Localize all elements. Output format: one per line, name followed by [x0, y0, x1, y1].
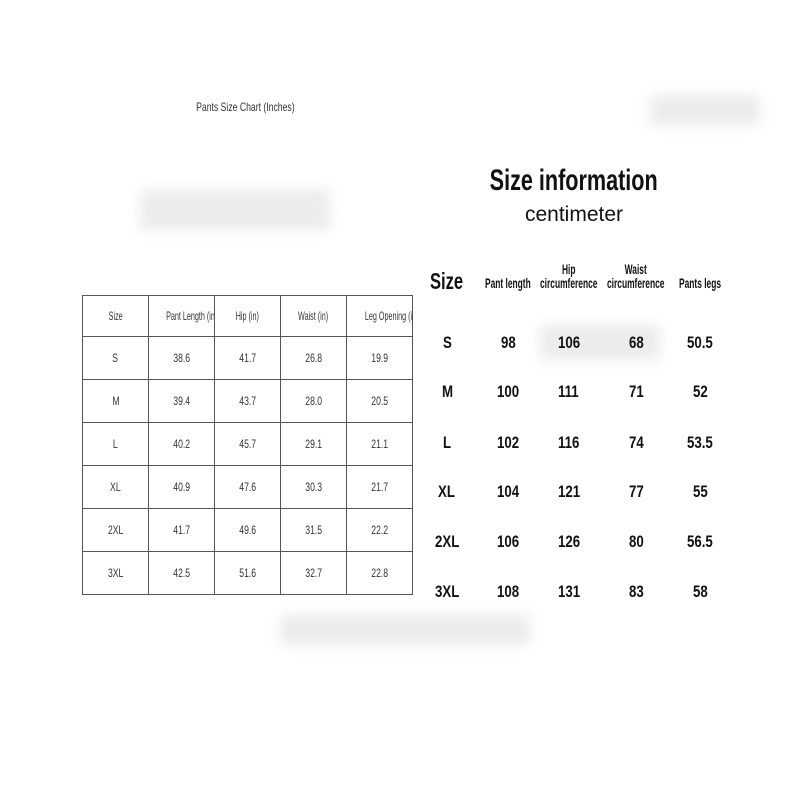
table-cell: 40.9	[148, 465, 215, 509]
table-cell: XL	[82, 465, 149, 509]
header-cell: Size	[82, 295, 149, 337]
table-cell: 47.6	[214, 465, 281, 509]
cm-table-cell: 102	[497, 433, 520, 452]
table-cell: 21.7	[346, 465, 413, 509]
table-cell: 42.5	[148, 551, 215, 595]
table-cell: 28.0	[280, 379, 347, 423]
table-cell: 39.4	[148, 379, 215, 423]
table-cell: 22.2	[346, 508, 413, 552]
cm-table-cell: 52	[692, 382, 708, 401]
header-cell: Waist (in)	[280, 295, 347, 337]
cm-table-cell: 111	[558, 382, 580, 401]
table-cell: L	[82, 422, 149, 466]
cm-table-cell: L	[443, 433, 452, 452]
cm-table-cell: 116	[558, 433, 580, 452]
cm-table-cell: 74	[628, 433, 644, 452]
table-cell: 3XL	[82, 551, 149, 595]
table-cell: S	[82, 336, 149, 380]
cm-table-cell: 83	[628, 582, 644, 601]
cm-table-cell: 77	[628, 482, 644, 501]
table-cell: 45.7	[214, 422, 281, 466]
cm-table-cell: 100	[497, 382, 520, 401]
cm-table-cell: S	[442, 333, 452, 352]
cm-table-cell: 50.5	[687, 333, 713, 352]
cm-table-cell: 58	[692, 582, 708, 601]
cm-table-cell: 68	[628, 333, 644, 352]
cm-header-cell: Size	[430, 268, 464, 294]
table-cell: M	[82, 379, 149, 423]
table-cell: 21.1	[346, 422, 413, 466]
cm-table-cell: 108	[497, 582, 520, 601]
blur-artifact	[280, 615, 530, 645]
header-cell: Pant Length (in)	[148, 295, 215, 337]
table-cell: 31.5	[280, 508, 347, 552]
cm-table-cell: M	[441, 382, 453, 401]
cm-table-cell: 98	[500, 333, 516, 352]
table-cell: 20.5	[346, 379, 413, 423]
cm-table-cell: 106	[558, 333, 581, 352]
header-cell: Hip (in)	[214, 295, 281, 337]
cm-table-cell: 121	[558, 482, 581, 501]
cm-table-cell: 126	[558, 532, 581, 551]
cm-table-cell: 131	[558, 582, 581, 601]
table-cell: 40.2	[148, 422, 215, 466]
table-cell: 49.6	[214, 508, 281, 552]
cm-table-cell: XL	[438, 482, 456, 501]
table-cell: 22.8	[346, 551, 413, 595]
table-cell: 32.7	[280, 551, 347, 595]
table-cell: 29.1	[280, 422, 347, 466]
cm-table-cell: 3XL	[434, 582, 460, 601]
blur-artifact	[650, 95, 760, 125]
cm-table-cell: 80	[628, 532, 644, 551]
cm-table-cell: 56.5	[687, 532, 713, 551]
cm-chart-title: Size information	[489, 164, 659, 197]
table-cell: 51.6	[214, 551, 281, 595]
blur-artifact	[140, 190, 330, 230]
header-cell: Leg Opening (in)	[346, 295, 413, 337]
inch-chart-title: Pants Size Chart (Inches)	[195, 100, 295, 114]
table-cell: 41.7	[214, 336, 281, 380]
cm-table-cell: 71	[628, 382, 644, 401]
cm-chart-unit: centimeter	[524, 203, 624, 226]
table-cell: 41.7	[148, 508, 215, 552]
table-cell: 2XL	[82, 508, 149, 552]
cm-table-cell: 55	[692, 482, 708, 501]
table-cell: 26.8	[280, 336, 347, 380]
blur-artifact	[540, 325, 660, 360]
cm-table-cell: 104	[497, 482, 520, 501]
cm-table-cell: 106	[497, 532, 520, 551]
table-cell: 38.6	[148, 336, 215, 380]
cm-table-cell: 2XL	[434, 532, 460, 551]
table-cell: 43.7	[214, 379, 281, 423]
table-cell: 19.9	[346, 336, 413, 380]
cm-table-cell: 53.5	[687, 433, 713, 452]
table-cell: 30.3	[280, 465, 347, 509]
cm-header-cell: Pants legs	[679, 275, 722, 291]
cm-header-cell: Pant length	[485, 275, 531, 291]
